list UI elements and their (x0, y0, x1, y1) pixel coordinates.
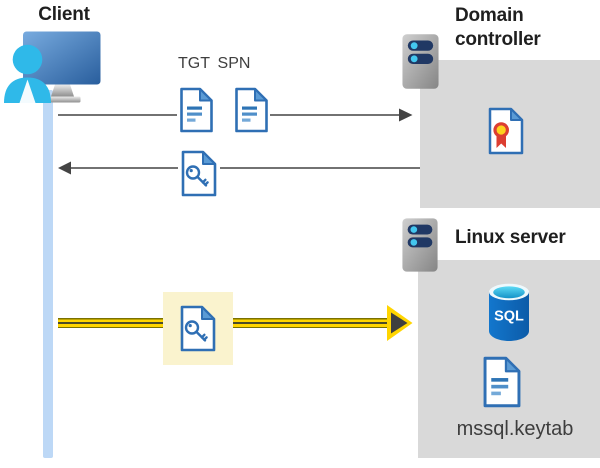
tgt-document-icon (179, 87, 214, 133)
certificate-icon (487, 107, 524, 155)
tgt-label: TGT (178, 55, 210, 72)
keytab-document-icon (481, 356, 523, 408)
service-ticket-key-icon (180, 150, 218, 197)
domain-controller-label: Domain controller (455, 5, 541, 50)
linux-server-icon (401, 217, 439, 273)
keytab-label: mssql.keytab (456, 418, 574, 440)
sql-database-icon: SQL (489, 283, 529, 341)
client-icon (4, 31, 101, 103)
sql-connection-arrow (58, 305, 413, 341)
monitor-icon (23, 31, 101, 85)
client-label: Client (38, 4, 90, 25)
client-timeline (43, 90, 53, 458)
sql-text: SQL (494, 309, 524, 325)
person-icon (4, 44, 51, 103)
domain-controller-server-icon (401, 33, 440, 90)
request-arrow (58, 108, 413, 122)
spn-label: SPN (217, 55, 251, 72)
spn-document-icon (234, 87, 269, 133)
response-arrow (58, 161, 420, 175)
highlighted-key-icon (179, 305, 217, 352)
linux-server-label: Linux server (455, 227, 566, 248)
